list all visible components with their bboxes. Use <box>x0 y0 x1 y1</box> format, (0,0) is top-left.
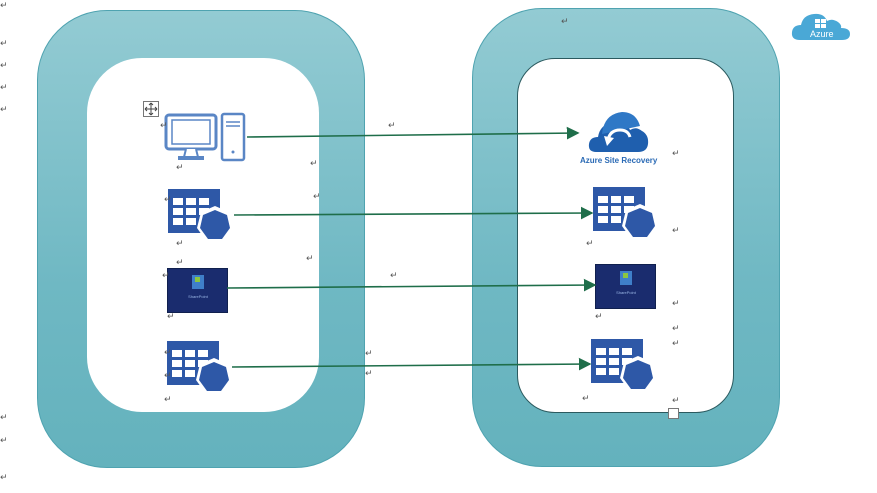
paragraph-mark: ↵ <box>561 17 569 27</box>
site-recovery-cloud-icon <box>586 104 652 161</box>
paragraph-mark: ↵ <box>365 369 373 379</box>
paragraph-mark: ↵ <box>0 436 8 446</box>
paragraph-mark: ↵ <box>306 254 314 264</box>
database-table-icon <box>166 340 236 403</box>
azure-badge: Azure <box>790 10 852 42</box>
paragraph-mark: ↵ <box>595 312 603 322</box>
paragraph-mark: ↵ <box>0 39 8 49</box>
paragraph-mark: ↵ <box>162 271 170 281</box>
replication-arrow <box>233 206 594 220</box>
paragraph-mark: ↵ <box>672 396 680 406</box>
paragraph-mark: ↵ <box>0 83 8 93</box>
replication-arrow <box>226 278 597 292</box>
paragraph-mark: ↵ <box>672 299 680 309</box>
paragraph-mark: ↵ <box>672 324 680 334</box>
paragraph-mark: ↵ <box>672 149 680 159</box>
svg-text:SharePoint: SharePoint <box>188 294 209 299</box>
svg-text:SharePoint: SharePoint <box>616 290 637 295</box>
computer-icon <box>164 112 246 167</box>
paragraph-mark: ↵ <box>672 226 680 236</box>
paragraph-mark: ↵ <box>0 61 8 71</box>
paragraph-mark: ↵ <box>310 159 318 169</box>
replication-arrow <box>231 357 592 371</box>
paragraph-mark: ↵ <box>672 339 680 349</box>
paragraph-mark: ↵ <box>0 1 8 11</box>
paragraph-mark: ↵ <box>586 239 594 249</box>
database-table-icon <box>167 188 237 251</box>
paragraph-mark: ↵ <box>164 371 172 381</box>
sharepoint-screen-icon: SharePoint <box>167 268 228 313</box>
asr-label: Azure Site Recovery <box>580 156 658 165</box>
sharepoint-screen-icon: SharePoint <box>595 264 656 309</box>
paragraph-mark: ↵ <box>160 121 168 131</box>
paragraph-mark: ↵ <box>164 395 172 405</box>
paragraph-mark: ↵ <box>164 195 172 205</box>
paragraph-mark: ↵ <box>390 271 398 281</box>
resize-handle[interactable] <box>668 408 679 419</box>
paragraph-mark: ↵ <box>0 473 8 483</box>
paragraph-mark: ↵ <box>582 394 590 404</box>
move-handle-icon[interactable] <box>143 101 159 117</box>
paragraph-mark: ↵ <box>0 413 8 423</box>
paragraph-mark: ↵ <box>313 192 321 202</box>
azure-label: Azure <box>810 29 834 39</box>
paragraph-mark: ↵ <box>365 349 373 359</box>
paragraph-mark: ↵ <box>0 105 8 115</box>
paragraph-mark: ↵ <box>176 163 184 173</box>
azure-cloud-icon <box>791 13 850 40</box>
paragraph-mark: ↵ <box>167 312 175 322</box>
paragraph-mark: ↵ <box>164 348 172 358</box>
paragraph-mark: ↵ <box>176 258 184 268</box>
paragraph-mark: ↵ <box>176 239 184 249</box>
replication-arrow <box>246 126 580 140</box>
database-table-icon <box>592 186 662 249</box>
paragraph-mark: ↵ <box>388 121 396 131</box>
database-table-icon <box>590 338 660 401</box>
